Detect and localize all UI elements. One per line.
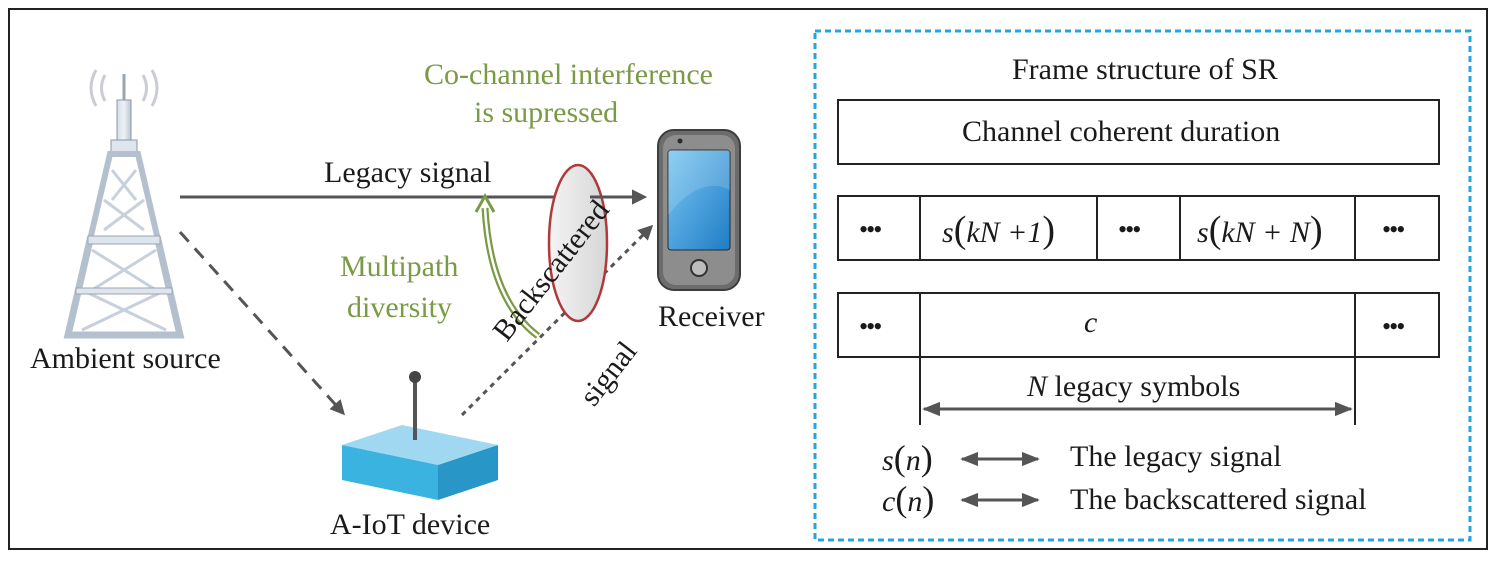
interference-ellipse (547, 163, 609, 323)
multipath-label-line2: diversity (347, 291, 452, 324)
phone-icon (657, 129, 741, 291)
ambient-source-label: Ambient source (30, 342, 221, 375)
legacy-signal-label: Legacy signal (324, 156, 492, 189)
symbol-c: c (1084, 306, 1098, 339)
receiver-label: Receiver (658, 300, 765, 333)
tower-icon (63, 69, 185, 339)
symbol-s-kN-plus-1: s(kN +1) (942, 209, 1056, 251)
frame-structure (837, 99, 1440, 425)
legacy-symbols-label: N legacy symbols (1027, 370, 1241, 403)
source-to-device-arrow (178, 230, 346, 416)
symbol-s-kN-plus-N: s(kN + N) (1197, 209, 1323, 251)
backscatter-row (837, 292, 1440, 358)
legend-text-backscattered: The backscattered signal (1070, 483, 1367, 516)
ellipsis-r2c1: ••• (859, 312, 882, 341)
legend-symbol-s: s(n) (882, 438, 933, 478)
iot-device-icon (342, 371, 498, 500)
backscatter-arrow (460, 224, 654, 417)
outer-border (8, 8, 1488, 550)
legend-symbol-c: c(n) (882, 479, 935, 519)
ellipsis-r2c3: ••• (1382, 312, 1405, 341)
legend-text-legacy: The legacy signal (1070, 440, 1282, 473)
ellipsis-r1c1: ••• (859, 215, 882, 244)
coherent-duration-label: Channel coherent duration (962, 115, 1281, 148)
ellipsis-r1c3: ••• (1118, 215, 1141, 244)
frame-title: Frame structure of SR (1012, 53, 1278, 86)
multipath-arrow (474, 192, 541, 339)
multipath-label-line1: Multipath (340, 250, 459, 283)
interference-label-line1: Co-channel interference (424, 58, 713, 91)
legacy-row (837, 195, 1440, 261)
coherent-box (837, 99, 1440, 165)
ellipsis-r1c5: ••• (1382, 215, 1405, 244)
frame-panel-border (813, 29, 1472, 542)
interference-label-line2: is supressed (474, 96, 619, 129)
device-label: A-IoT device (330, 508, 491, 541)
